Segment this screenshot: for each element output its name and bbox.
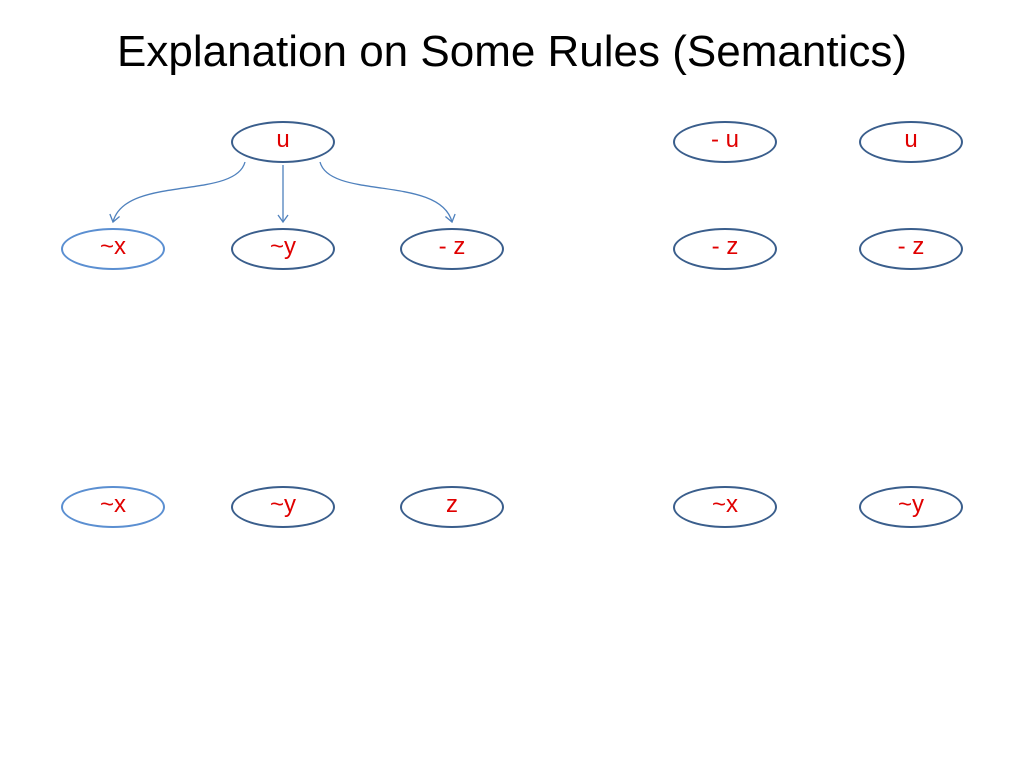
node-label: ~x xyxy=(99,233,126,260)
node-bottom-left-z: z xyxy=(400,486,504,528)
node-right-bottom-y: ~y xyxy=(859,486,963,528)
node-label: ~x xyxy=(99,491,126,518)
node-right-bottom-x: ~x xyxy=(673,486,777,528)
node-bottom-left-y: ~y xyxy=(231,486,335,528)
node-label: z xyxy=(446,491,458,518)
node-child-x: ~x xyxy=(61,228,165,270)
node-right-top-neg-u: - u xyxy=(673,121,777,163)
node-root-u: u xyxy=(231,121,335,163)
slide-title: Explanation on Some Rules (Semantics) xyxy=(117,27,907,76)
node-bottom-left-x: ~x xyxy=(61,486,165,528)
node-child-y: ~y xyxy=(231,228,335,270)
node-right-top-u: u xyxy=(859,121,963,163)
node-label: - z xyxy=(438,233,466,260)
node-label: ~y xyxy=(269,491,296,518)
node-label: ~y xyxy=(897,491,924,518)
node-label: u xyxy=(904,126,918,153)
node-label: - z xyxy=(711,233,739,260)
node-child-z: - z xyxy=(400,228,504,270)
node-label: ~x xyxy=(711,491,738,518)
node-label: ~y xyxy=(269,233,296,260)
node-right-middle-neg-z-1: - z xyxy=(673,228,777,270)
node-label: - z xyxy=(897,233,925,260)
edge-u-to-x xyxy=(109,161,246,224)
node-label: u xyxy=(276,126,290,153)
node-label: - u xyxy=(710,126,739,153)
node-right-middle-neg-z-2: - z xyxy=(859,228,963,270)
edge-u-to-z xyxy=(319,161,456,224)
